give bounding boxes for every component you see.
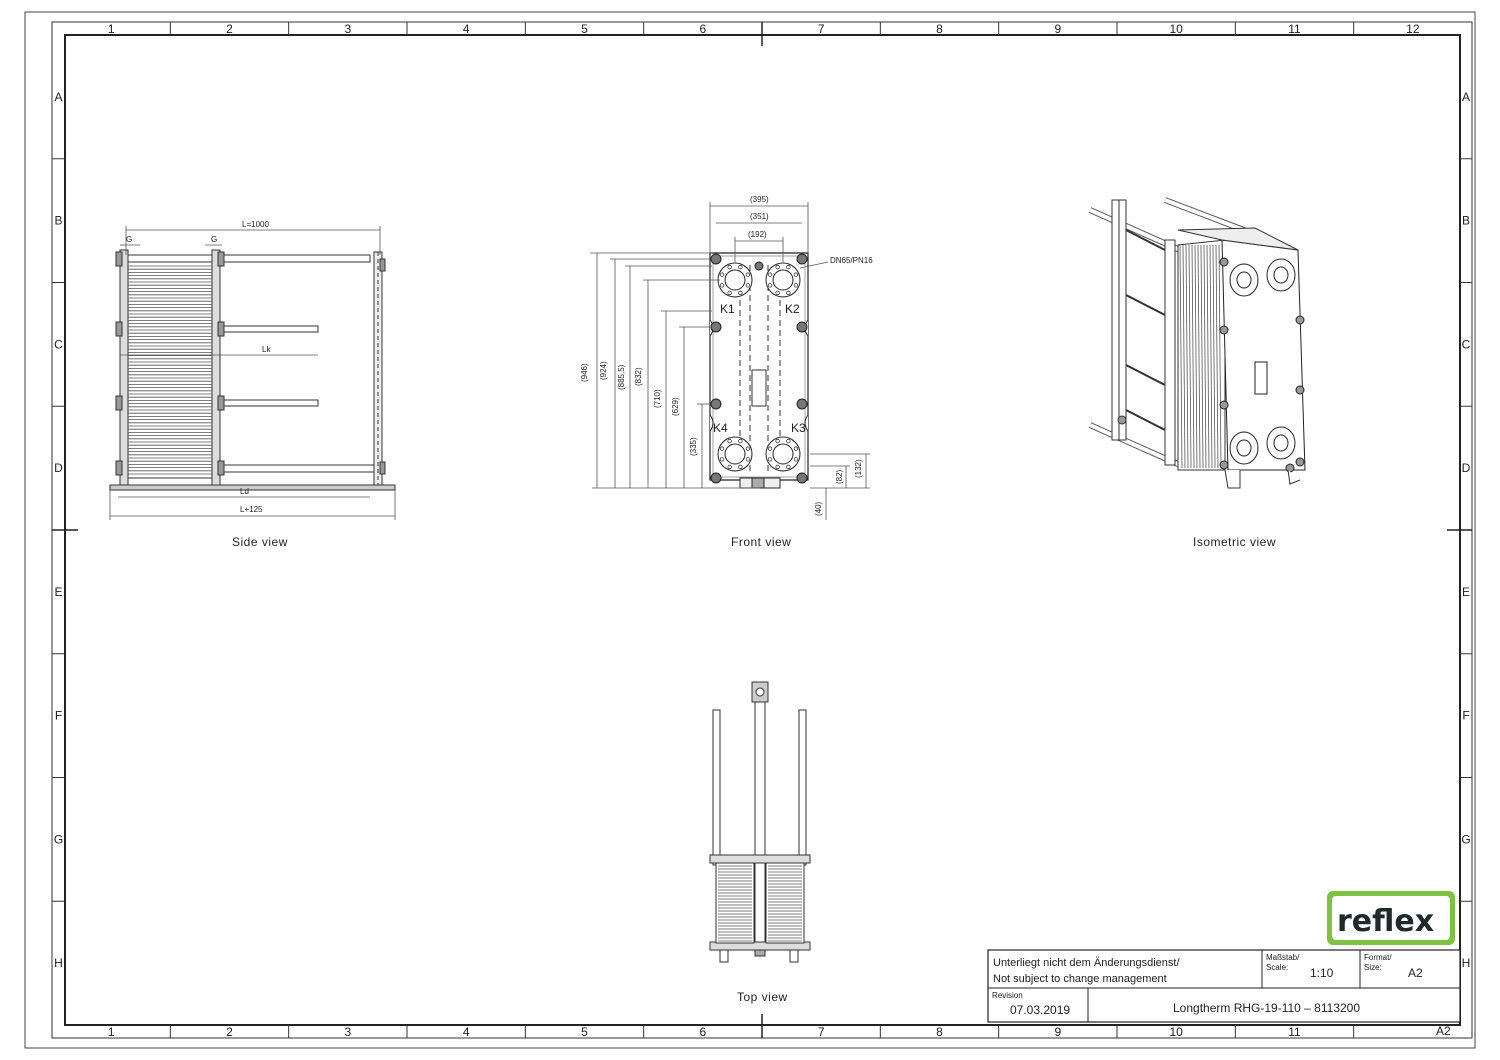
dim-629: (629) xyxy=(671,397,680,416)
grid-column-label-bottom: 4 xyxy=(463,1025,470,1039)
isometric-view-caption: Isometric view xyxy=(1193,535,1276,549)
title-block: Unterliegt nicht dem Änderungsdienst/ No… xyxy=(987,949,1461,1023)
dim-Ld: Ld xyxy=(240,487,249,496)
grid-column-label-top: 2 xyxy=(226,22,233,36)
port-k1 xyxy=(717,262,753,298)
side-view: L=1000 G G Lk Ld L+125 Side view xyxy=(109,220,396,549)
grid-row-label-left: A xyxy=(54,90,62,104)
grid-row-label-right: A xyxy=(1462,90,1470,104)
dim-946: (946) xyxy=(580,363,589,382)
front-view: K1 K2 K4 K3 (395) (351) (192) DN65/PN16 … xyxy=(580,195,873,549)
grid-row-label-right: F xyxy=(1462,709,1469,723)
port-k1-label: K1 xyxy=(720,302,735,316)
grid-row-label-right: B xyxy=(1462,214,1470,228)
grid-column-label-bottom: 6 xyxy=(699,1025,706,1039)
side-view-caption: Side view xyxy=(232,535,288,549)
drawing-title: Longtherm RHG-19-110 – 8113200 xyxy=(1173,1001,1360,1015)
grid-column-label-bottom: 7 xyxy=(818,1025,825,1039)
dim-132: (132) xyxy=(854,459,863,478)
grid-row-label-left: C xyxy=(54,337,63,351)
grid-row-label-right: H xyxy=(1462,956,1471,970)
revision-date: 07.03.2019 xyxy=(1010,1003,1070,1017)
grid-column-label-top: 1 xyxy=(108,22,115,36)
grid-column-label-top: 5 xyxy=(581,22,588,36)
scale-label-de: Maßstab/ xyxy=(1266,953,1300,962)
port-k3-label: K3 xyxy=(791,421,806,435)
port-k3 xyxy=(765,436,801,472)
format-value: A2 xyxy=(1408,966,1423,980)
flange-spec: DN65/PN16 xyxy=(830,256,873,265)
front-view-caption: Front view xyxy=(731,535,791,549)
grid-row-label-left: B xyxy=(54,214,62,228)
grid-column-label-top: 7 xyxy=(818,22,825,36)
format-label-de: Format/ xyxy=(1364,953,1392,962)
grid-column-label-top: 11 xyxy=(1288,22,1301,36)
grid-row-label-right: D xyxy=(1462,461,1471,475)
grid-column-label-top: 12 xyxy=(1406,22,1420,36)
dim-192: (192) xyxy=(748,230,767,239)
outer-frame xyxy=(24,11,1476,1049)
revision-label: Revision xyxy=(992,991,1023,1000)
port-k4 xyxy=(717,436,753,472)
logo-text: reflex xyxy=(1337,904,1434,939)
dim-335: (335) xyxy=(689,437,698,456)
dim-82: (82) xyxy=(835,469,844,484)
dim-G-right: G xyxy=(211,235,217,244)
grid-row-label-left: G xyxy=(54,832,63,846)
grid-row-label-right: E xyxy=(1462,585,1470,599)
top-view: Top view xyxy=(709,681,811,1004)
scale-value: 1:10 xyxy=(1310,966,1334,980)
grid-column-label-top: 3 xyxy=(344,22,351,36)
grid-column-label-bottom: 5 xyxy=(581,1025,588,1039)
dim-832: (832) xyxy=(634,367,643,386)
dim-885: (885,5) xyxy=(617,364,626,390)
grid-row-label-left: F xyxy=(55,709,62,723)
port-k2 xyxy=(765,262,801,298)
grid-row-label-left: D xyxy=(54,461,63,475)
format-label-en: Size: xyxy=(1364,963,1382,972)
dim-G-left: G xyxy=(126,235,132,244)
dim-Lk: Lk xyxy=(262,345,271,354)
grid-row-label-left: E xyxy=(54,585,62,599)
grid-column-label-bottom: 3 xyxy=(344,1025,351,1039)
sheet-id: A2 xyxy=(1436,1024,1451,1038)
scale-label-en: Scale: xyxy=(1266,963,1288,972)
grid-row-label-right: C xyxy=(1462,337,1471,351)
note-de: Unterliegt nicht dem Änderungsdienst/ xyxy=(993,957,1180,969)
grid-row-label-left: H xyxy=(54,956,63,970)
grid-column-label-bottom: 11 xyxy=(1288,1025,1301,1039)
grid-row-label-right: G xyxy=(1461,832,1470,846)
dim-351: (351) xyxy=(750,212,769,221)
grid-column-label-top: 8 xyxy=(936,22,943,36)
dim-710: (710) xyxy=(653,389,662,408)
grid-column-label-top: 4 xyxy=(463,22,470,36)
dim-40: (40) xyxy=(814,501,823,516)
grid-column-label-bottom: 10 xyxy=(1169,1025,1183,1039)
grid-column-label-bottom: 9 xyxy=(1054,1025,1061,1039)
grid-column-label-top: 10 xyxy=(1169,22,1183,36)
port-k2-label: K2 xyxy=(785,302,800,316)
grid-column-label-bottom: 2 xyxy=(226,1025,233,1039)
reflex-logo: reflex xyxy=(1327,891,1455,945)
isometric-view: Isometric view xyxy=(1088,197,1306,549)
grid-column-label-bottom: 1 xyxy=(108,1025,115,1039)
grid-column-label-bottom: 8 xyxy=(936,1025,943,1039)
dim-924: (924) xyxy=(599,361,608,380)
note-en: Not subject to change management xyxy=(993,973,1167,985)
grid-column-label-top: 6 xyxy=(699,22,706,36)
port-k4-label: K4 xyxy=(713,421,728,435)
dim-395: (395) xyxy=(750,195,769,204)
dim-L-plus-125: L+125 xyxy=(240,505,263,514)
dim-L: L=1000 xyxy=(242,220,269,229)
grid-column-label-top: 9 xyxy=(1054,22,1061,36)
top-view-caption: Top view xyxy=(737,990,788,1004)
